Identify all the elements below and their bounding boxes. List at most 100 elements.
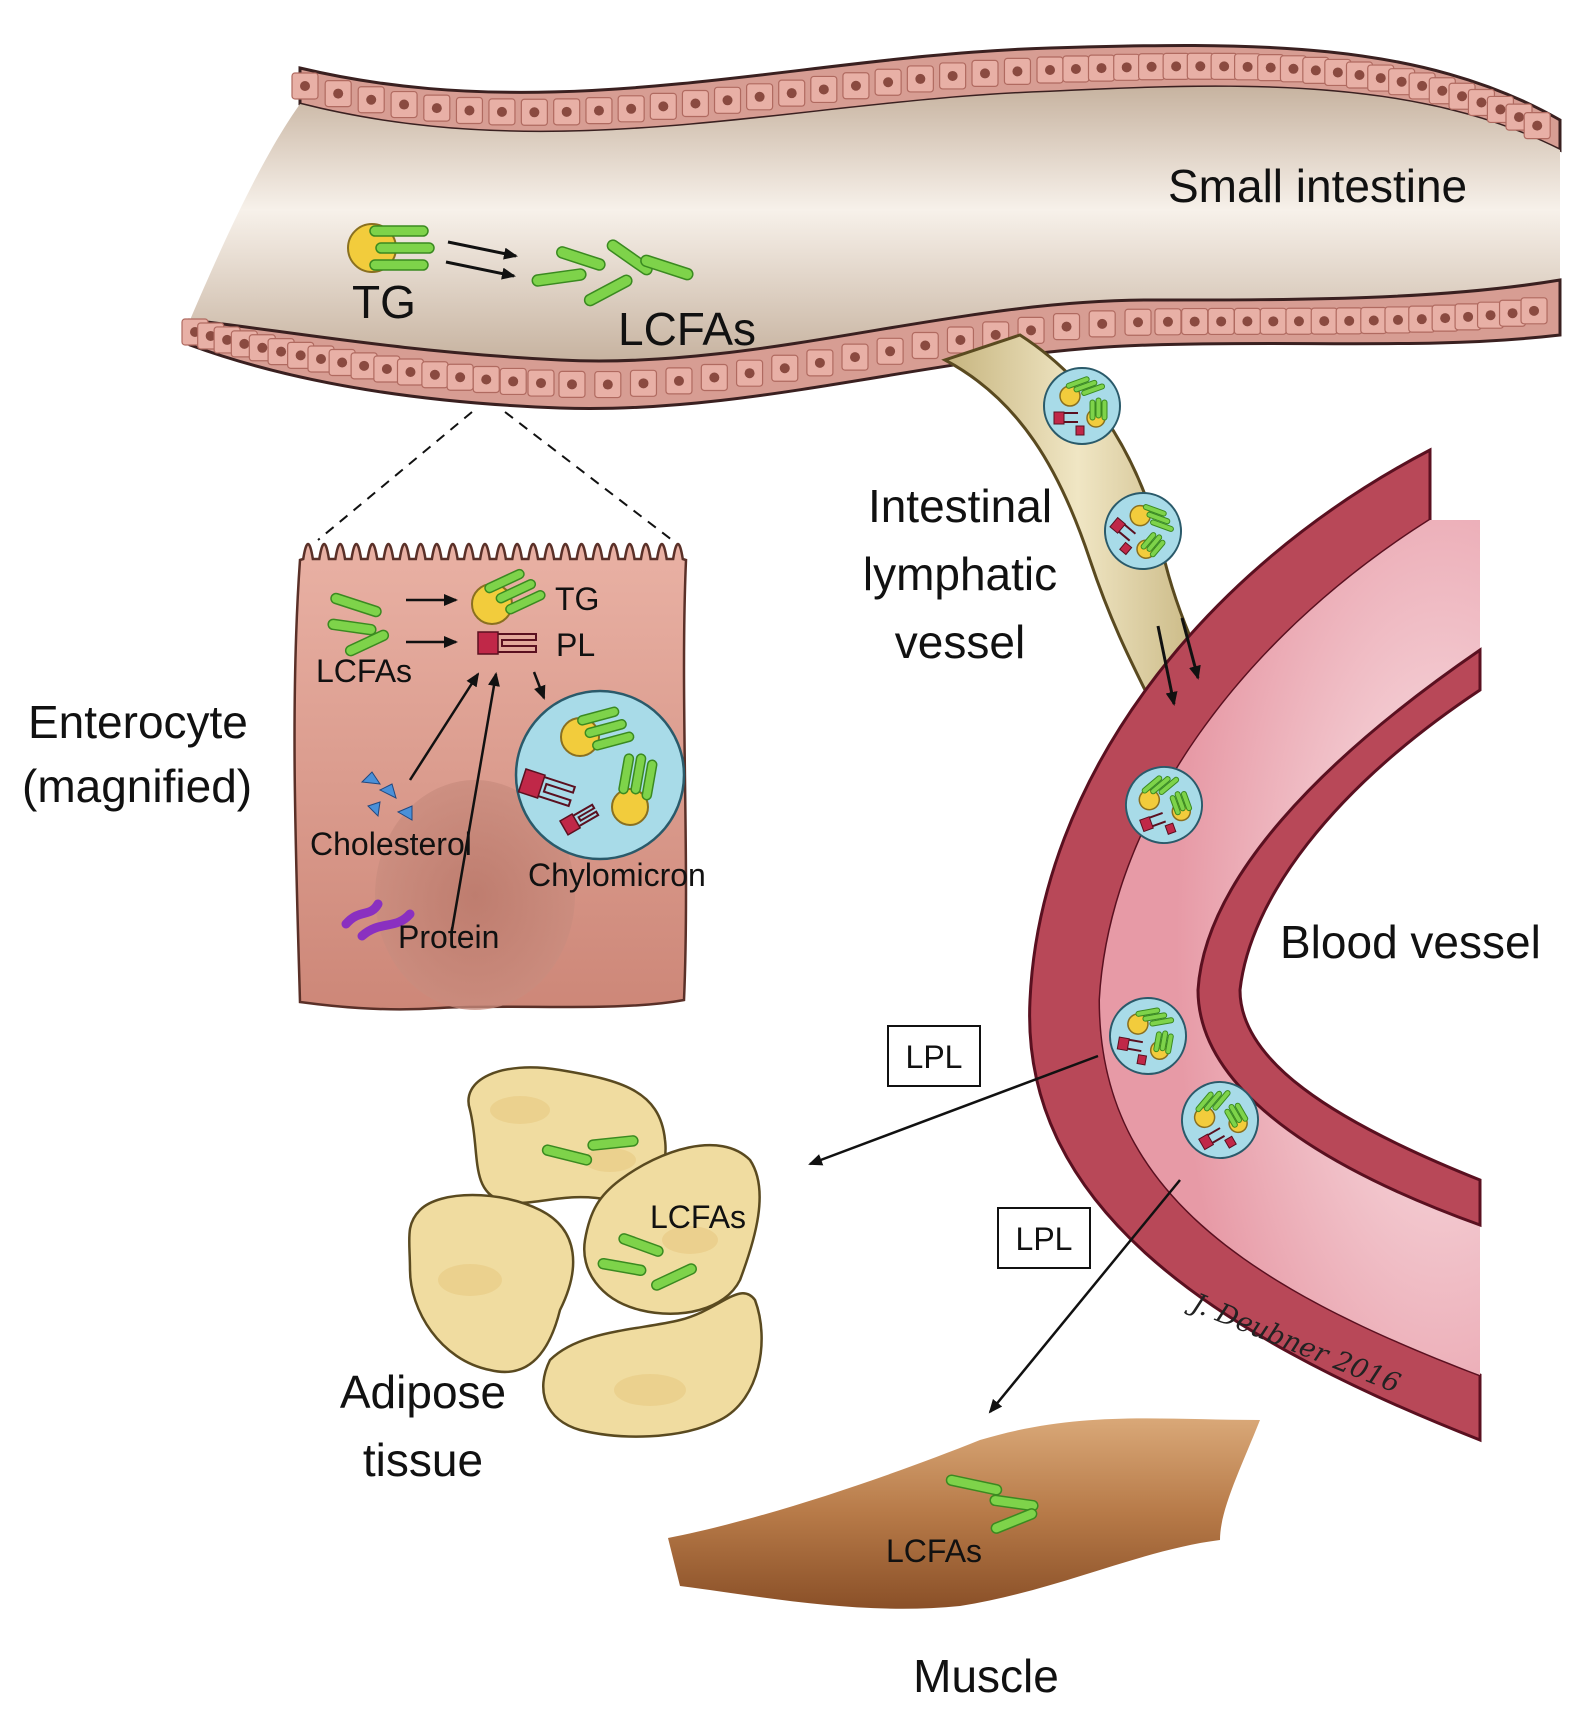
lumen-lcfas-label: LCFAs	[618, 303, 756, 355]
chylomicron-magnified-icon	[514, 689, 686, 861]
adipose-lcfas-label: LCFAs	[650, 1199, 746, 1235]
cholesterol-icon	[360, 771, 413, 821]
lymph-flow-arrow-2	[1180, 617, 1201, 680]
epithelial-cell-nucleus	[205, 330, 216, 341]
epithelial-cell-nucleus	[1070, 63, 1081, 74]
lcfa-adipose-icons	[541, 1135, 697, 1291]
protein-arrow	[450, 672, 500, 931]
epithelial-cell-nucleus	[1242, 316, 1253, 327]
epithelial-cell-nucleus	[850, 80, 861, 91]
epithelial-cell-nucleus	[1216, 316, 1227, 327]
epithelial-cell-nucleus	[947, 70, 958, 81]
epithelial-cell-nucleus	[455, 372, 466, 383]
epithelial-cell-nucleus	[915, 73, 926, 84]
epithelial-cell-nucleus	[786, 88, 797, 99]
epithelial-cell-nucleus	[658, 101, 669, 112]
epithelial-cell-nucleus	[399, 99, 410, 110]
enterocyte-label-line2: (magnified)	[22, 760, 252, 812]
epithelial-cell-nucleus	[1368, 315, 1379, 326]
epithelial-cell-nucleus	[276, 346, 287, 357]
muscle-fiber	[668, 1418, 1260, 1609]
epithelial-cell-nucleus	[1457, 91, 1468, 102]
chylomicron-icon	[1104, 492, 1182, 570]
lcfa-lumen-icons	[531, 239, 694, 307]
lymph-label-line3: vessel	[895, 616, 1025, 668]
epithelial-cell-nucleus	[955, 334, 966, 345]
lumen-tg-label: TG	[352, 276, 416, 328]
epithelial-cell-nucleus	[431, 103, 442, 114]
epithelial-cell-nucleus	[1495, 104, 1506, 115]
epithelial-cell-nucleus	[1097, 318, 1108, 329]
epithelial-cell-nucleus	[1375, 73, 1386, 84]
epithelial-cell-nucleus	[222, 334, 233, 345]
lcfa-cell-icons	[327, 592, 390, 657]
tg-molecule-icon	[347, 223, 435, 273]
lymph-label-line1: Intestinal	[868, 480, 1052, 532]
epithelial-cell-nucleus	[429, 369, 440, 380]
epithelial-cell-nucleus	[779, 363, 790, 374]
epithelial-cell-nucleus	[1319, 316, 1330, 327]
epithelial-cell-nucleus	[1396, 76, 1407, 87]
protein-label: Protein	[398, 919, 499, 955]
blood-vessel-label: Blood vessel	[1280, 916, 1541, 968]
intestine-lumen	[190, 86, 1560, 361]
chylomicron-particles	[1043, 367, 1259, 1159]
chylomicron-icon	[1181, 1081, 1259, 1159]
epithelial-cell-nucleus	[1354, 70, 1365, 81]
muscle-label: Muscle	[913, 1650, 1059, 1702]
epithelial-cell-nucleus	[1440, 313, 1451, 324]
cell-tg-icon	[471, 568, 546, 625]
epithelial-cell-nucleus	[1265, 62, 1276, 73]
lpl-label-1: LPL	[906, 1039, 963, 1075]
epithelial-cell-nucleus	[337, 357, 348, 368]
epithelial-cell-nucleus	[1532, 120, 1543, 131]
epithelial-cell-nucleus	[481, 374, 492, 385]
epithelial-cell-nucleus	[990, 329, 1001, 340]
cell-lcfas-label: LCFAs	[316, 653, 412, 689]
enterocyte-contents: LCFAs TG PL Choles	[310, 568, 706, 955]
epithelial-cell-nucleus	[690, 98, 701, 109]
digestion-arrow-2	[445, 260, 516, 280]
epithelial-cell-nucleus	[529, 107, 540, 118]
epithelial-cell-nucleus	[885, 346, 896, 357]
intestine-bottom-cells	[181, 297, 1548, 399]
epithelial-cell-nucleus	[1189, 316, 1200, 327]
epithelial-cell-nucleus	[381, 364, 392, 375]
epithelial-cell-nucleus	[626, 103, 637, 114]
epithelial-cell-nucleus	[1133, 317, 1144, 328]
epithelial-cell-nucleus	[920, 340, 931, 351]
protein-icon	[341, 899, 415, 941]
epithelial-cell-nucleus	[593, 105, 604, 116]
cell-pl-icon	[477, 631, 537, 655]
cell-tg-label: TG	[555, 581, 599, 617]
digestion-arrow-1	[447, 240, 518, 260]
to-chylomicron-arrow	[532, 671, 546, 700]
epithelial-cell-nucleus	[1332, 67, 1343, 78]
epithelial-cell-nucleus	[1012, 66, 1023, 77]
epithelial-cell-nucleus	[1195, 61, 1206, 72]
epithelial-cell-nucleus	[1417, 80, 1428, 91]
epithelial-cell-nucleus	[1310, 65, 1321, 76]
magnify-line-right	[504, 411, 673, 541]
epithelial-cell-nucleus	[1171, 61, 1182, 72]
epithelial-cell-nucleus	[535, 378, 546, 389]
cholesterol-label: Cholesterol	[310, 826, 472, 862]
epithelial-cell-nucleus	[1061, 321, 1072, 332]
epithelial-cell-nucleus	[257, 342, 268, 353]
epithelial-cell-nucleus	[561, 106, 572, 117]
adipocyte-4	[542, 1292, 763, 1438]
intestine-top-cells	[291, 52, 1551, 140]
lumen-digestion: TG LCFAs	[347, 223, 756, 355]
epithelial-cell-nucleus	[1096, 63, 1107, 74]
epithelial-cell-nucleus	[1485, 310, 1496, 321]
epithelial-cell-nucleus	[1045, 65, 1055, 75]
epithelial-cell-nucleus	[1293, 316, 1304, 327]
cell-pl-label: PL	[556, 627, 595, 663]
blood-vessel-inner-wall	[1196, 647, 1482, 1228]
epithelial-cell-nucleus	[1026, 325, 1037, 336]
chylomicron-icon	[1125, 766, 1203, 844]
adipose-fat-mottling	[438, 1096, 718, 1406]
epithelial-cell-nucleus	[300, 81, 310, 91]
magnify-line-left	[317, 411, 473, 541]
